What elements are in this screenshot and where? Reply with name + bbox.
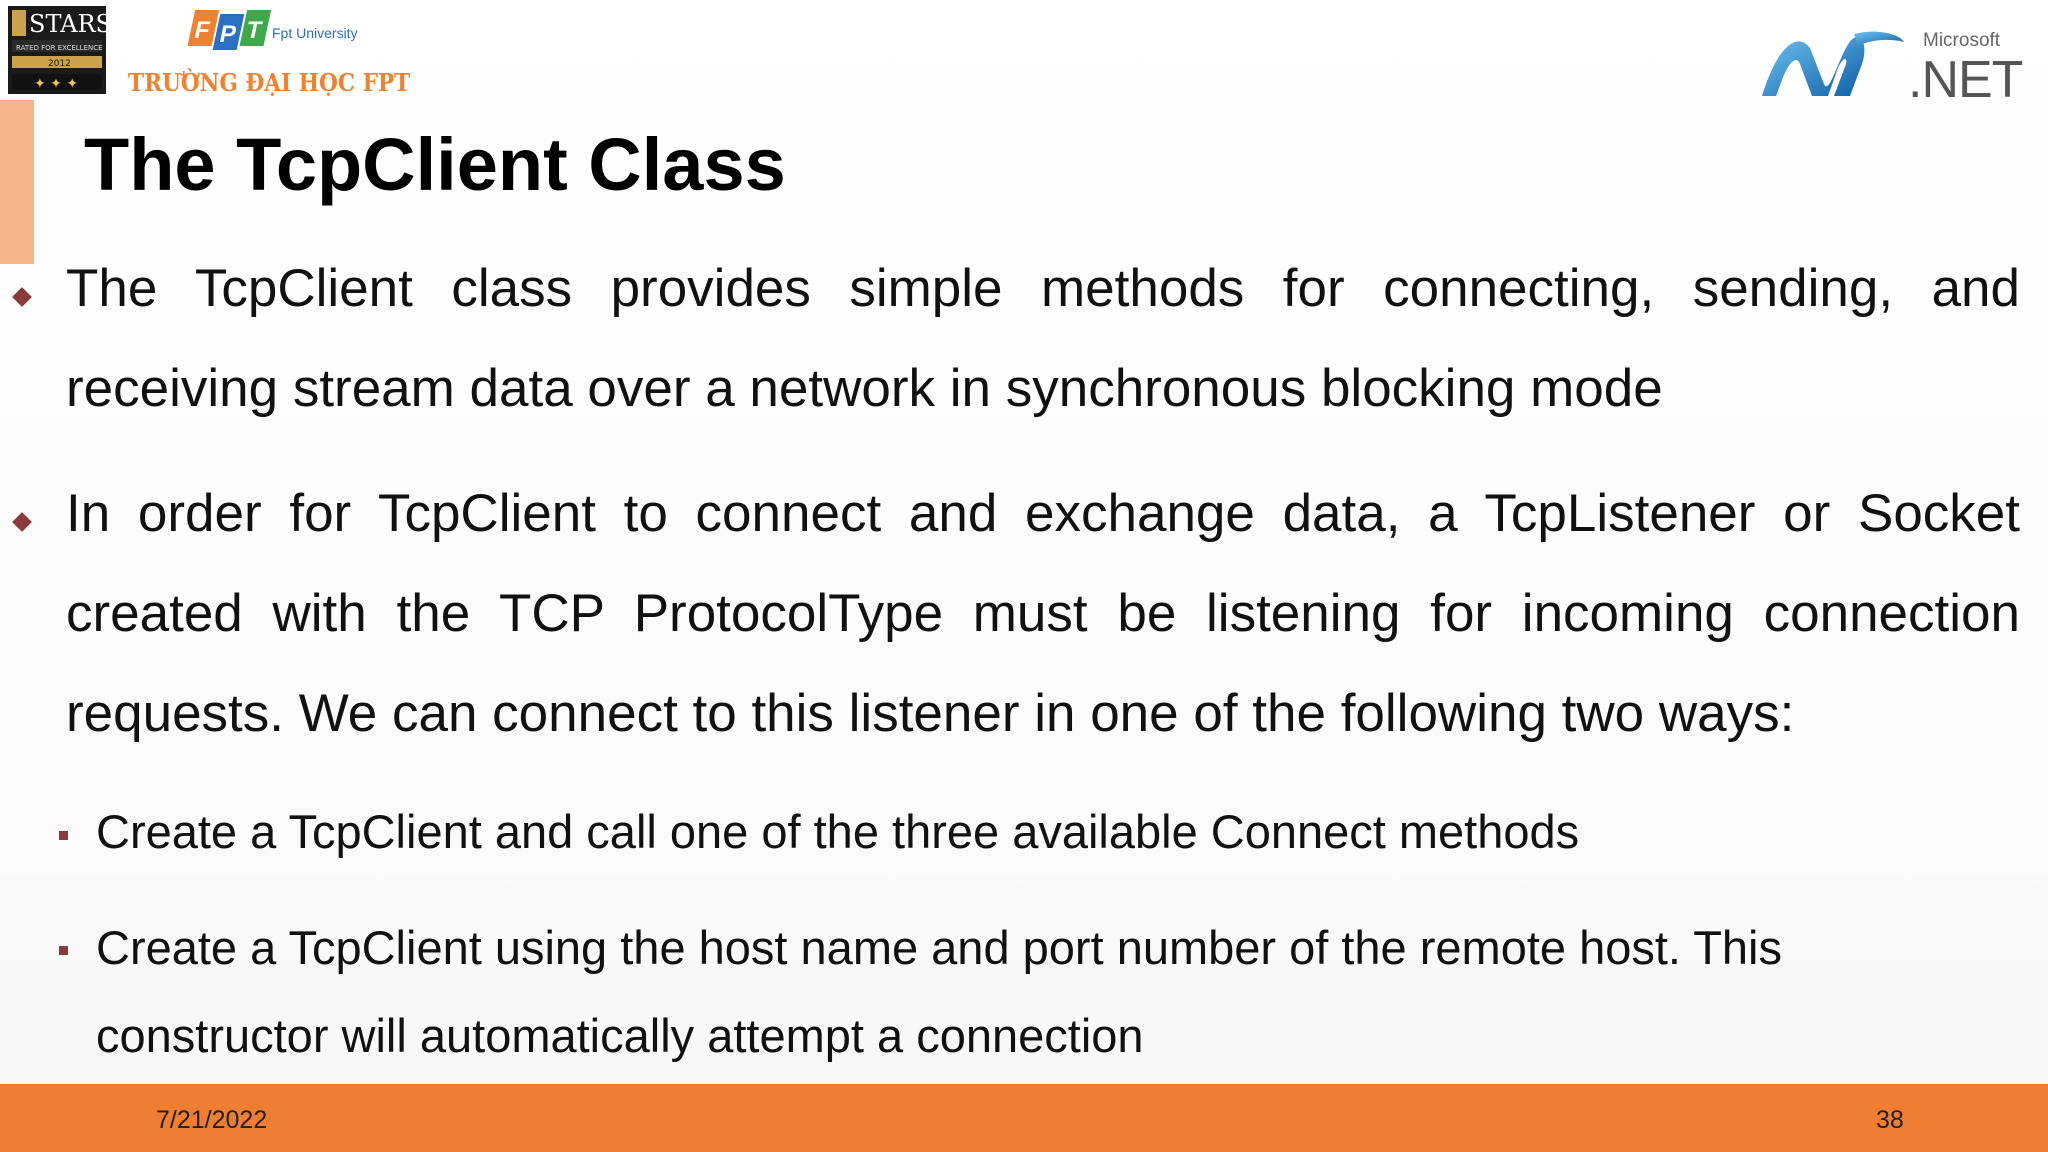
slide-footer: 7/21/2022 38 xyxy=(0,1084,2048,1152)
microsoft-label: Microsoft xyxy=(1923,30,2001,51)
square-bullet-icon xyxy=(59,946,68,955)
diamond-bullet-icon xyxy=(12,512,32,532)
dotnet-label: .NET xyxy=(1908,51,2023,109)
svg-text:RATED FOR EXCELLENCE: RATED FOR EXCELLENCE xyxy=(16,44,103,52)
microsoft-dotnet-logo: Microsoft .NET xyxy=(1758,24,2024,109)
square-bullet-icon xyxy=(59,831,68,840)
slide-title: The TcpClient Class xyxy=(84,123,786,206)
fpt-university-logo: F P T Fpt University TRƯỜNG ĐẠI HỌC FPT xyxy=(128,4,410,104)
svg-text:T: T xyxy=(244,17,265,44)
svg-text:P: P xyxy=(217,21,239,48)
svg-text:F: F xyxy=(192,17,212,44)
title-accent-bar xyxy=(0,100,34,264)
svg-text:✦ ✦ ✦: ✦ ✦ ✦ xyxy=(34,76,78,92)
fpt-letters-icon: F P T Fpt University xyxy=(187,10,358,50)
sub-bullet-item: Create a TcpClient using the host name a… xyxy=(96,921,1782,1062)
svg-text:2012: 2012 xyxy=(48,59,71,69)
stars-rating-logo: STARS RATED FOR EXCELLENCE 2012 ✦ ✦ ✦ xyxy=(8,6,106,94)
dotnet-wave-icon xyxy=(1762,31,1904,96)
bullet-item: The TcpClient class provides simple meth… xyxy=(66,259,2020,418)
svg-text:Fpt University: Fpt University xyxy=(272,25,358,41)
svg-text:STARS: STARS xyxy=(29,10,106,38)
sub-bullet-item: Create a TcpClient and call one of the t… xyxy=(96,805,1580,858)
university-name: TRƯỜNG ĐẠI HỌC FPT xyxy=(128,68,411,97)
footer-date: 7/21/2022 xyxy=(156,1106,268,1134)
page-number: 38 xyxy=(1876,1106,1904,1134)
diamond-bullet-icon xyxy=(12,287,32,307)
bullet-item: In order for TcpClient to connect and ex… xyxy=(66,484,2020,743)
